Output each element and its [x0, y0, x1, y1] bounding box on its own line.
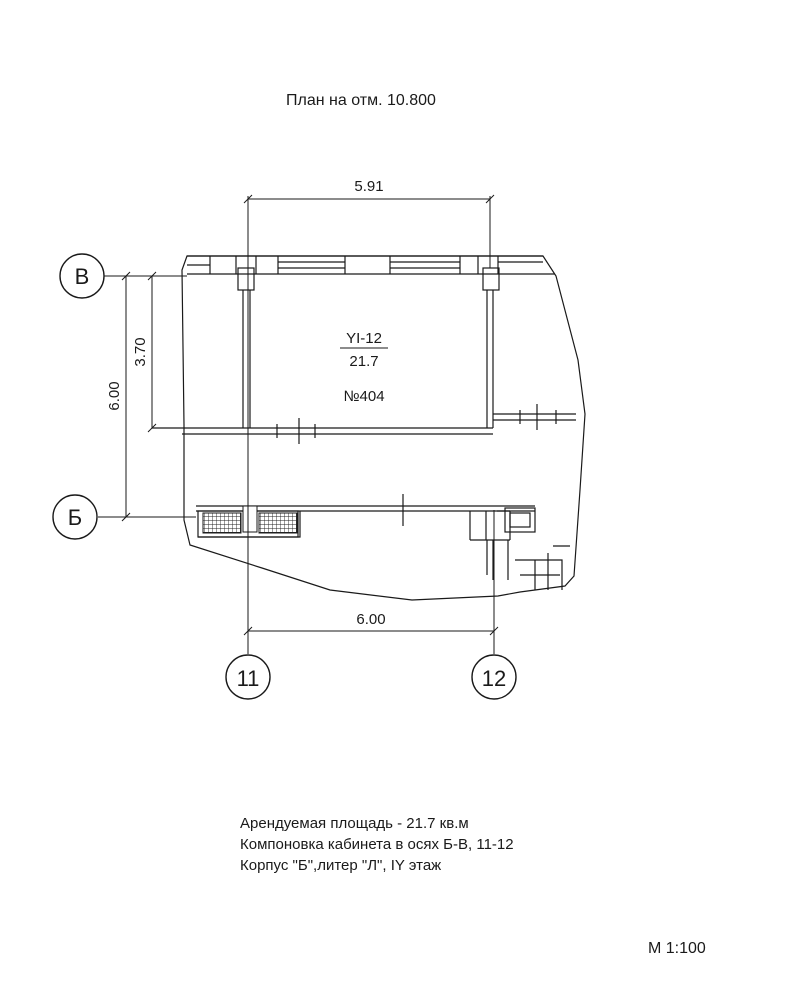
radiator-right: [258, 512, 298, 534]
axis-bubble-11: [225, 654, 271, 700]
plan-title: План на отм. 10.800: [286, 92, 436, 109]
column-12-top: [482, 267, 500, 291]
room-bottom-wall: [152, 427, 493, 435]
radiator-left: [202, 512, 242, 534]
dim-top-width: 5.91: [354, 178, 383, 195]
note-rent-area: Арендуемая площадь - 21.7 кв.м: [240, 815, 469, 832]
dim-left-outer: 6.00: [106, 381, 123, 410]
column-11-top: [237, 267, 255, 291]
axis-label-11: 11: [237, 666, 260, 691]
axis-bubble-12: [471, 654, 517, 700]
room-left-wall: [242, 290, 251, 428]
axis-label-b: Б: [68, 505, 82, 530]
dim-bottom-width: 6.00: [356, 611, 385, 628]
room-code: YI-12: [346, 330, 382, 347]
note-building: Корпус "Б",литер "Л", IY этаж: [240, 857, 442, 874]
dim-left-inner: 3.70: [132, 337, 149, 366]
room-right-wall: [486, 290, 494, 428]
building-outline: [181, 255, 586, 601]
scale-label: М 1:100: [648, 940, 706, 957]
note-layout: Компоновка кабинета в осях Б-В, 11-12: [240, 836, 514, 853]
axis-label-v: В: [75, 264, 90, 289]
room-number: №404: [343, 388, 384, 405]
room-area: 21.7: [349, 353, 378, 370]
axis-bubble-v: [59, 253, 105, 299]
axis-bubble-b: [52, 494, 98, 540]
axis-label-12: 12: [482, 666, 506, 691]
top-wall: [187, 255, 555, 275]
